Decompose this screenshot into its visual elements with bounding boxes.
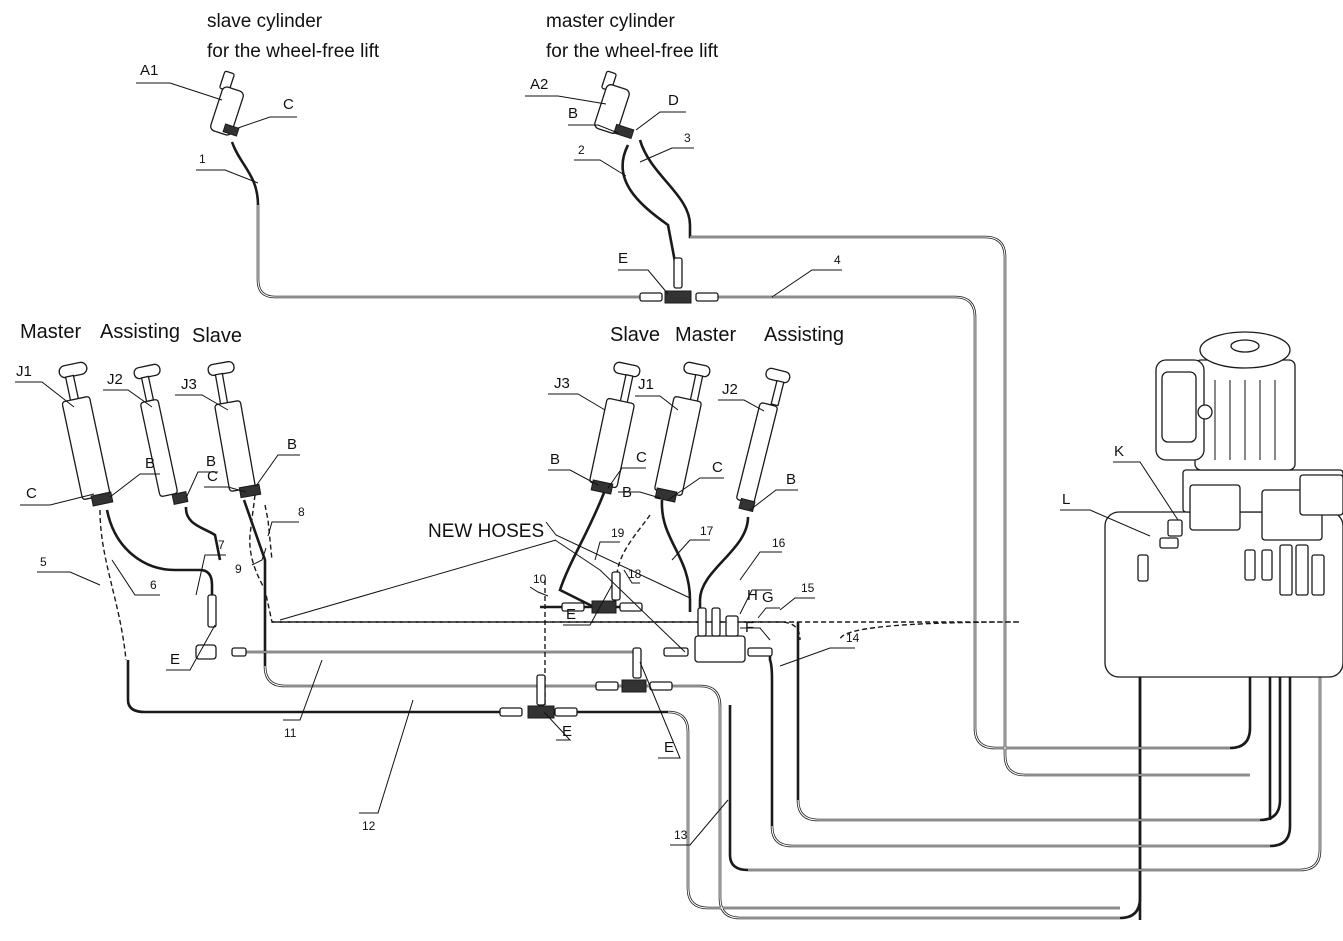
- label-e-top: E: [618, 250, 628, 267]
- caption-new-hoses: NEW HOSES: [428, 521, 544, 542]
- hose-number-12: 12: [362, 819, 376, 833]
- label-right-j3: J3: [554, 375, 570, 392]
- hose-number-15: 15: [801, 581, 815, 595]
- cylinder-right-j3: [589, 361, 641, 495]
- label-e-mid: E: [566, 606, 576, 623]
- heading-right-assisting: Assisting: [764, 324, 844, 346]
- label-c-right1: C: [636, 449, 647, 466]
- heading-right-slave: Slave: [610, 324, 660, 346]
- heading-right-master: Master: [675, 324, 736, 346]
- label-b-a2: B: [568, 105, 578, 122]
- heading-left-master: Master: [20, 321, 81, 343]
- heading-left-assisting: Assisting: [100, 321, 180, 343]
- label-g: G: [762, 589, 774, 606]
- cylinder-right-j1: [654, 361, 711, 503]
- hose-numbers: 1 2 3 4 5 6 7 8 9 10 11 12 13 14 15 16 1…: [40, 131, 860, 842]
- cylinder-left-j1: [58, 361, 114, 507]
- hose-number-19: 19: [611, 526, 625, 540]
- label-a2: A2: [530, 76, 548, 93]
- hose-number-2: 2: [578, 143, 585, 157]
- hose-number-11: 11: [284, 726, 297, 740]
- hose-number-9: 9: [235, 562, 242, 576]
- label-b-left3: B: [287, 436, 297, 453]
- caption-slave-cylinder-sub: for the wheel-free lift: [207, 41, 380, 62]
- caption-master-cylinder-sub: for the wheel-free lift: [546, 41, 719, 62]
- cylinder-left-j3: [207, 360, 262, 499]
- fittings: [195, 257, 773, 719]
- label-c-a1: C: [283, 96, 294, 113]
- caption-slave-cylinder: slave cylinder: [207, 11, 323, 32]
- label-b-right1: B: [550, 451, 560, 468]
- hose-number-3: 3: [684, 131, 691, 145]
- hose-number-10: 10: [533, 572, 547, 586]
- label-b-left2: B: [206, 453, 216, 470]
- hose-number-7: 7: [218, 538, 225, 552]
- hose-number-5: 5: [40, 555, 47, 569]
- label-left-j1: J1: [16, 363, 32, 380]
- cylinder-left-j2: [133, 363, 189, 505]
- label-left-j2: J2: [107, 371, 123, 388]
- label-right-j2: J2: [722, 381, 738, 398]
- hose-number-17: 17: [700, 524, 714, 538]
- hose-number-6: 6: [150, 578, 157, 592]
- label-h: H: [747, 587, 758, 604]
- label-a1: A1: [140, 62, 158, 79]
- caption-master-cylinder: master cylinder: [546, 11, 675, 32]
- label-left-j3: J3: [181, 376, 197, 393]
- label-d: D: [668, 92, 679, 109]
- label-c-left1: C: [26, 485, 37, 502]
- cylinder-right-j2: [736, 367, 791, 513]
- heading-left-slave: Slave: [192, 325, 242, 347]
- cylinder-a2: [594, 70, 635, 140]
- label-c-left2: C: [207, 468, 218, 485]
- label-b-right2: B: [622, 484, 632, 501]
- cylinder-a1: [210, 70, 244, 137]
- label-f: F: [745, 619, 754, 636]
- label-e-bottom1: E: [562, 723, 572, 740]
- hose-number-1: 1: [199, 152, 206, 166]
- hose-number-4: 4: [834, 253, 841, 267]
- hose-number-8: 8: [298, 505, 305, 519]
- label-b-right3: B: [786, 471, 796, 488]
- hose-number-14: 14: [846, 631, 860, 645]
- hose-number-18: 18: [628, 567, 642, 581]
- hose-number-13: 13: [674, 828, 688, 842]
- new-hoses: [99, 494, 1021, 705]
- pump-unit: [1104, 331, 1343, 678]
- leader-lines: [15, 82, 1179, 846]
- label-e-bottom2: E: [664, 739, 674, 756]
- label-c-right2: C: [712, 459, 723, 476]
- label-k: K: [1114, 443, 1124, 460]
- label-b-left1: B: [145, 455, 155, 472]
- label-right-j1: J1: [638, 376, 654, 393]
- hose-network: [105, 139, 1322, 920]
- label-e-left: E: [170, 651, 180, 668]
- label-l: L: [1062, 491, 1070, 508]
- part-labels: A1 C A2 B D E J1 J2 J3 B B B C C E J3 J1…: [16, 62, 1124, 756]
- hose-number-16: 16: [772, 536, 786, 550]
